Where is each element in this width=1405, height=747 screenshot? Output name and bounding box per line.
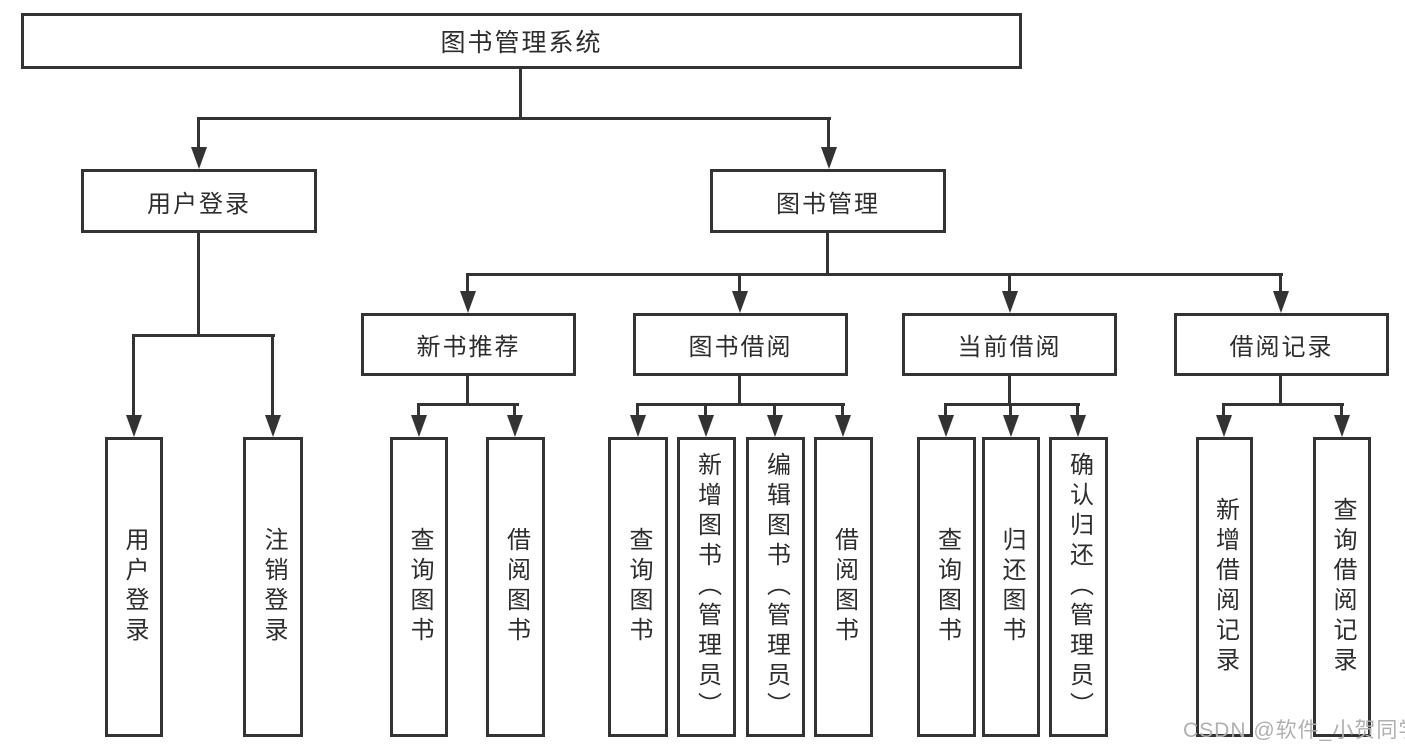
arrow-down-icon xyxy=(821,147,837,169)
connector-line xyxy=(519,69,522,119)
node-label: 图书管理系统 xyxy=(440,29,603,57)
arrow-down-icon xyxy=(1273,291,1289,313)
node-label: 查询图书 xyxy=(625,527,652,647)
arrow-down-icon xyxy=(938,415,954,437)
node-label: 新书推荐 xyxy=(416,334,521,361)
arrow-down-icon xyxy=(460,291,476,313)
connector-line xyxy=(417,403,420,419)
node-label: 新增图书（管理员） xyxy=(693,452,721,722)
connector-line xyxy=(826,233,829,275)
leaf-query-books-current: 查询图书 xyxy=(917,437,976,737)
arrow-down-icon xyxy=(835,415,851,437)
node-borrow-records: 借阅记录 xyxy=(1174,313,1389,376)
node-label: 借阅图书 xyxy=(502,527,530,647)
arrow-down-icon xyxy=(1002,291,1018,313)
arrow-down-icon xyxy=(126,415,142,437)
node-label: 用户登录 xyxy=(121,527,148,647)
node-label: 注销登录 xyxy=(260,527,287,647)
arrow-down-icon xyxy=(507,415,523,437)
connector-line xyxy=(1340,403,1343,419)
csdn-watermark: CSDN @软件_小贺同学 xyxy=(1183,719,1405,742)
node-new-book-recommend: 新书推荐 xyxy=(361,313,576,376)
leaf-add-books-admin: 新增图书（管理员） xyxy=(677,437,736,737)
arrow-down-icon xyxy=(191,147,207,169)
connector-line xyxy=(1222,403,1225,419)
arrow-down-icon xyxy=(698,415,714,437)
connector-line xyxy=(773,403,776,419)
connector-line xyxy=(1279,376,1282,406)
arrow-down-icon xyxy=(767,415,783,437)
connector-line xyxy=(1279,273,1282,295)
connector-line xyxy=(1008,376,1011,406)
arrow-down-icon xyxy=(630,415,646,437)
leaf-add-borrow-record: 新增借阅记录 xyxy=(1196,437,1253,737)
leaf-query-books-recommend: 查询图书 xyxy=(390,437,448,737)
connector-line xyxy=(738,273,741,295)
node-label: 编辑图书（管理员） xyxy=(762,452,790,722)
node-label: 查询借阅记录 xyxy=(1329,497,1356,677)
node-label: 查询图书 xyxy=(933,527,961,647)
node-current-borrow: 当前借阅 xyxy=(902,313,1117,376)
connector-line xyxy=(513,403,516,419)
connector-line xyxy=(738,376,741,406)
node-label: 确认归还（管理员） xyxy=(1065,452,1093,722)
leaf-borrow-books-recommend: 借阅图书 xyxy=(486,437,545,737)
connector-line xyxy=(1008,273,1011,295)
connector-line xyxy=(197,233,200,336)
arrow-down-icon xyxy=(1003,415,1019,437)
leaf-return-books: 归还图书 xyxy=(982,437,1040,737)
node-label: 当前借阅 xyxy=(957,334,1062,361)
leaf-edit-books-admin: 编辑图书（管理员） xyxy=(746,437,805,737)
connector-line xyxy=(944,403,947,419)
arrow-down-icon xyxy=(1334,415,1350,437)
connector-line xyxy=(636,403,845,406)
node-label: 查询图书 xyxy=(406,527,433,647)
node-book-management: 图书管理 xyxy=(710,169,946,233)
arrow-down-icon xyxy=(732,291,748,313)
node-label: 用户登录 xyxy=(147,190,251,218)
connector-line xyxy=(636,403,639,419)
leaf-logout: 注销登录 xyxy=(243,437,303,737)
node-label: 新增借阅记录 xyxy=(1211,497,1239,677)
connector-line xyxy=(827,117,830,151)
leaf-user-login: 用户登录 xyxy=(105,437,163,737)
node-label: 归还图书 xyxy=(998,527,1025,647)
connector-line xyxy=(271,334,274,417)
connector-line xyxy=(466,273,469,295)
connector-line xyxy=(1222,403,1344,406)
connector-line xyxy=(1076,403,1079,419)
connector-line xyxy=(1009,403,1012,419)
connector-line xyxy=(132,334,135,417)
arrow-down-icon xyxy=(1216,415,1232,437)
connector-line xyxy=(197,117,831,120)
connector-line xyxy=(841,403,844,419)
node-book-borrow: 图书借阅 xyxy=(633,313,848,376)
connector-line xyxy=(704,403,707,419)
connector-line xyxy=(417,403,519,406)
connector-line xyxy=(466,376,469,406)
arrow-down-icon xyxy=(1070,415,1086,437)
node-user-login: 用户登录 xyxy=(81,169,317,233)
connector-line xyxy=(197,117,200,151)
connector-line xyxy=(466,273,1283,276)
arrow-down-icon xyxy=(411,415,427,437)
node-label: 图书管理 xyxy=(776,190,880,218)
node-label: 图书借阅 xyxy=(688,334,793,361)
node-label: 借阅图书 xyxy=(830,527,858,647)
arrow-down-icon xyxy=(265,415,281,437)
leaf-confirm-return-admin: 确认归还（管理员） xyxy=(1049,437,1108,737)
connector-line xyxy=(944,403,1080,406)
node-library-management-system: 图书管理系统 xyxy=(21,13,1022,69)
node-label: 借阅记录 xyxy=(1229,334,1334,361)
leaf-borrow-books: 借阅图书 xyxy=(814,437,873,737)
leaf-query-borrow-record: 查询借阅记录 xyxy=(1313,437,1371,737)
connector-line xyxy=(132,334,275,337)
leaf-query-books-borrow: 查询图书 xyxy=(608,437,668,737)
